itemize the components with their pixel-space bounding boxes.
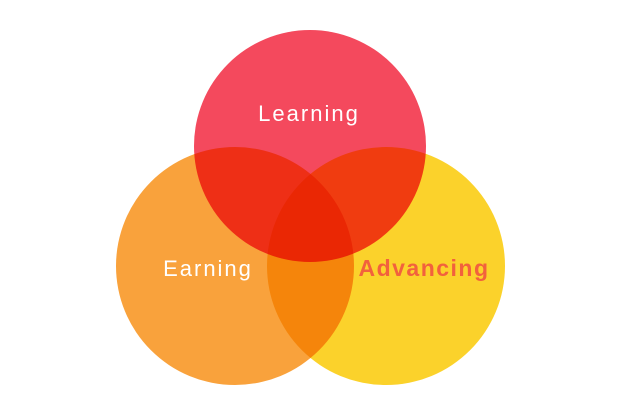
learning-label: Learning [258, 101, 360, 126]
venn-labels: Learning Earning Advancing [163, 101, 489, 281]
advancing-circle [267, 147, 505, 385]
earning-label: Earning [163, 256, 253, 281]
advancing-label: Advancing [358, 255, 489, 281]
venn-circles [116, 30, 505, 385]
